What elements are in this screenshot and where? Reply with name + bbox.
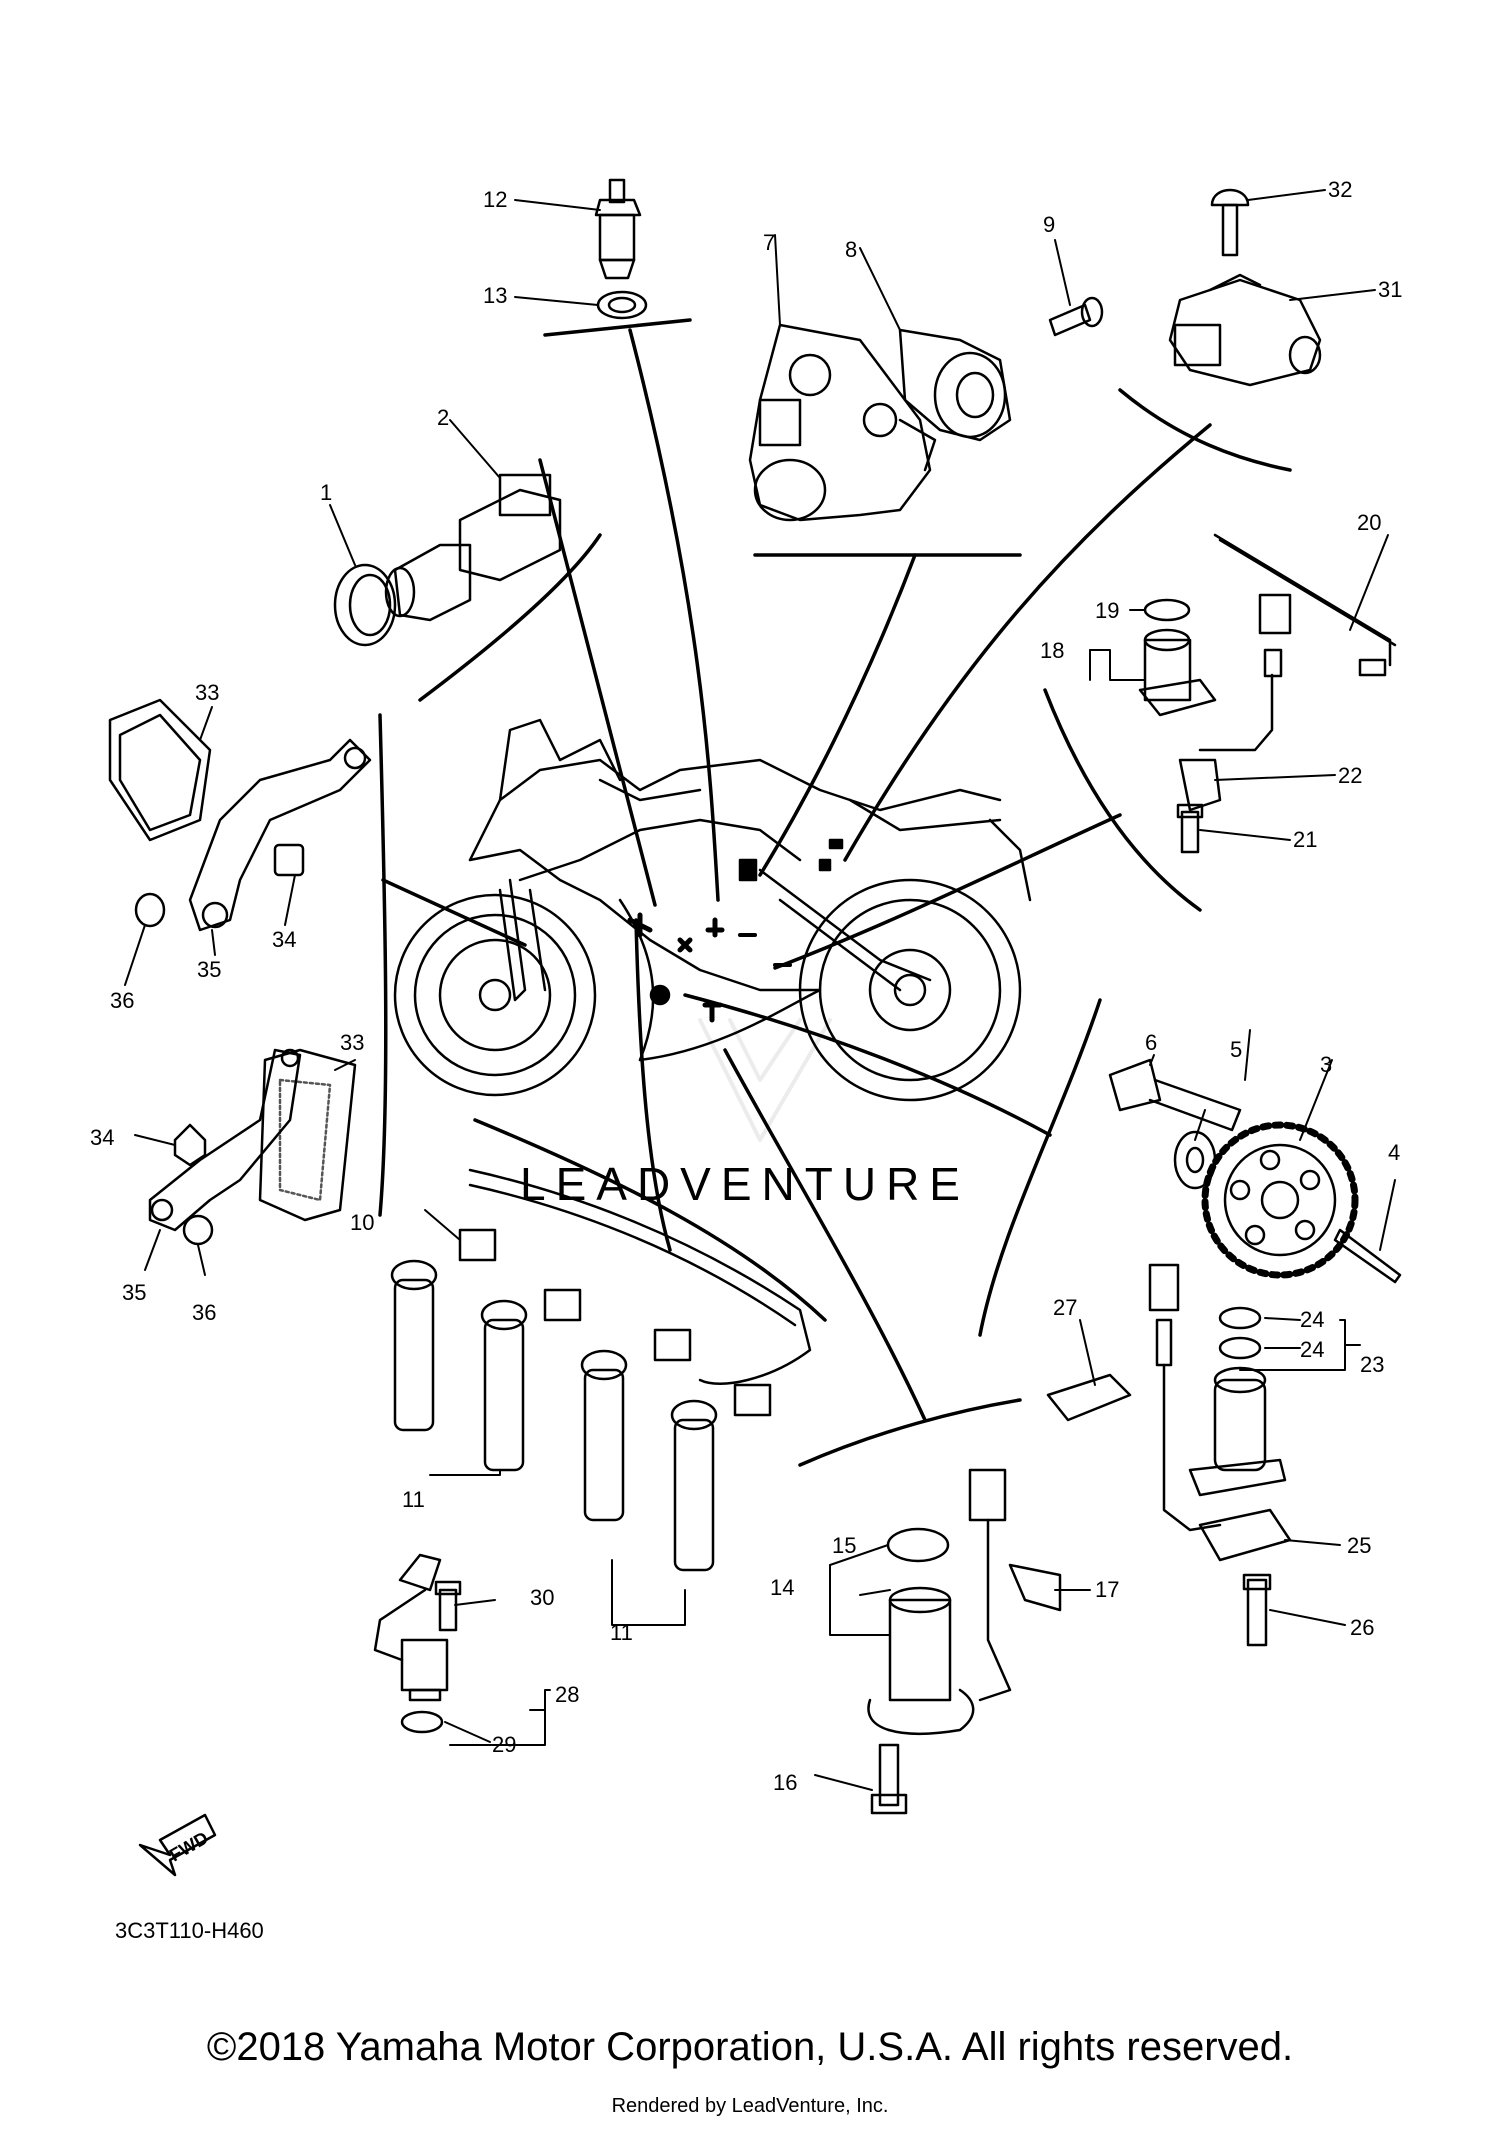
oring-29 bbox=[400, 1710, 444, 1734]
washer-13 bbox=[596, 290, 648, 320]
callout-11b: 11 bbox=[610, 1620, 633, 1645]
sensor-28 bbox=[373, 1553, 449, 1702]
callout-33b: 33 bbox=[340, 1030, 364, 1055]
oring-15 bbox=[886, 1527, 950, 1563]
callout-21: 21 bbox=[1293, 827, 1317, 852]
pin-4 bbox=[1333, 1228, 1402, 1284]
washer-36a bbox=[134, 892, 166, 928]
callout-35a: 35 bbox=[197, 957, 221, 982]
sensor-18 bbox=[1138, 628, 1217, 717]
callout-36b: 36 bbox=[192, 1300, 216, 1325]
sensor-12 bbox=[594, 178, 642, 280]
callout-32: 32 bbox=[1328, 177, 1352, 202]
callout-26: 26 bbox=[1350, 1615, 1374, 1640]
oring-19 bbox=[1143, 598, 1191, 622]
callout-14: 14 bbox=[770, 1575, 794, 1600]
callout-22: 22 bbox=[1338, 763, 1362, 788]
cover-33a bbox=[108, 698, 212, 842]
callout-19: 19 bbox=[1095, 598, 1119, 623]
callout-18: 18 bbox=[1040, 638, 1064, 663]
bolt-30 bbox=[434, 1580, 462, 1632]
callout-1: 1 bbox=[320, 480, 332, 505]
callout-24b: 24 bbox=[1300, 1337, 1324, 1362]
callout-16: 16 bbox=[773, 1770, 797, 1795]
sensor-8 bbox=[898, 328, 1012, 442]
callout-27: 27 bbox=[1053, 1295, 1077, 1320]
callout-9: 9 bbox=[1043, 212, 1055, 237]
oring-24b bbox=[1218, 1336, 1262, 1360]
nut-34a bbox=[273, 843, 305, 877]
wire-23 bbox=[1148, 1263, 1222, 1532]
bracket-27 bbox=[1046, 1373, 1132, 1422]
callout-17: 17 bbox=[1095, 1577, 1119, 1602]
callout-34b: 34 bbox=[90, 1125, 114, 1150]
callout-28: 28 bbox=[555, 1682, 579, 1707]
oring-1 bbox=[333, 563, 397, 647]
bracket-top bbox=[188, 738, 372, 932]
callout-33a: 33 bbox=[195, 680, 219, 705]
nut-34b bbox=[173, 1123, 207, 1167]
bolt-32 bbox=[1210, 188, 1250, 257]
sensor-2 bbox=[384, 473, 562, 622]
clamp-17 bbox=[1008, 1563, 1062, 1612]
callout-3: 3 bbox=[1320, 1052, 1332, 1077]
rotor-3 bbox=[1201, 1121, 1359, 1279]
rendered-by-notice: Rendered by LeadVenture, Inc. bbox=[611, 2095, 889, 2117]
callout-4: 4 bbox=[1388, 1140, 1400, 1165]
callout-13: 13 bbox=[483, 283, 507, 308]
callout-10: 10 bbox=[350, 1210, 374, 1235]
callout-31: 31 bbox=[1378, 277, 1402, 302]
oring-24a bbox=[1218, 1306, 1262, 1330]
callout-20: 20 bbox=[1357, 510, 1381, 535]
sensor-23 bbox=[1188, 1366, 1287, 1497]
callout-24a: 24 bbox=[1300, 1307, 1324, 1332]
plate-25 bbox=[1198, 1508, 1292, 1562]
leader-lines bbox=[381, 328, 1212, 1422]
callout-25: 25 bbox=[1347, 1533, 1371, 1558]
sensor-7 bbox=[748, 323, 937, 522]
screw-9 bbox=[1048, 296, 1104, 337]
watermark-text: LEADVENTURE bbox=[520, 1158, 970, 1210]
callout-5: 5 bbox=[1230, 1037, 1242, 1062]
diagram-code: 3C3T110-H460 bbox=[115, 1918, 264, 1943]
wire-20 bbox=[1198, 533, 1397, 752]
callout-11a: 11 bbox=[402, 1487, 425, 1512]
callout-numbers: 12 13 2 1 7 8 9 32 31 20 19 18 22 21 33 … bbox=[90, 177, 1402, 1795]
callout-12: 12 bbox=[483, 187, 507, 212]
callout-leaders bbox=[124, 189, 1396, 1791]
bolt-16 bbox=[870, 1743, 908, 1815]
washer-36b bbox=[182, 1214, 214, 1246]
motorcycle-illustration bbox=[393, 718, 1032, 1102]
callout-2: 2 bbox=[437, 405, 449, 430]
callout-8: 8 bbox=[845, 237, 857, 262]
cover-33b bbox=[258, 1048, 357, 1222]
bracket-bottom bbox=[148, 1048, 302, 1232]
bolt-26 bbox=[1242, 1573, 1272, 1647]
callout-36a: 36 bbox=[110, 988, 134, 1013]
harness-10 bbox=[458, 1168, 812, 1417]
callout-7: 7 bbox=[763, 230, 775, 255]
callout-35b: 35 bbox=[122, 1280, 146, 1305]
clamp-22 bbox=[1178, 758, 1222, 812]
callout-6: 6 bbox=[1145, 1030, 1157, 1055]
callout-34a: 34 bbox=[272, 927, 296, 952]
callout-15: 15 bbox=[832, 1533, 856, 1558]
callout-23: 23 bbox=[1360, 1352, 1384, 1377]
coil-11 bbox=[390, 1259, 718, 1572]
bolt-21 bbox=[1176, 803, 1204, 854]
callout-29: 29 bbox=[492, 1732, 516, 1757]
pickup-14 bbox=[867, 1468, 1012, 1735]
watermark bbox=[698, 1018, 832, 1142]
bolt-6 bbox=[1108, 1058, 1242, 1132]
sensor-31 bbox=[1168, 273, 1322, 387]
group-separators bbox=[378, 318, 1292, 1467]
fwd-arrow-icon bbox=[138, 1813, 217, 1877]
callout-30: 30 bbox=[530, 1585, 554, 1610]
copyright-notice: ©2018 Yamaha Motor Corporation, U.S.A. A… bbox=[206, 2025, 1294, 2069]
